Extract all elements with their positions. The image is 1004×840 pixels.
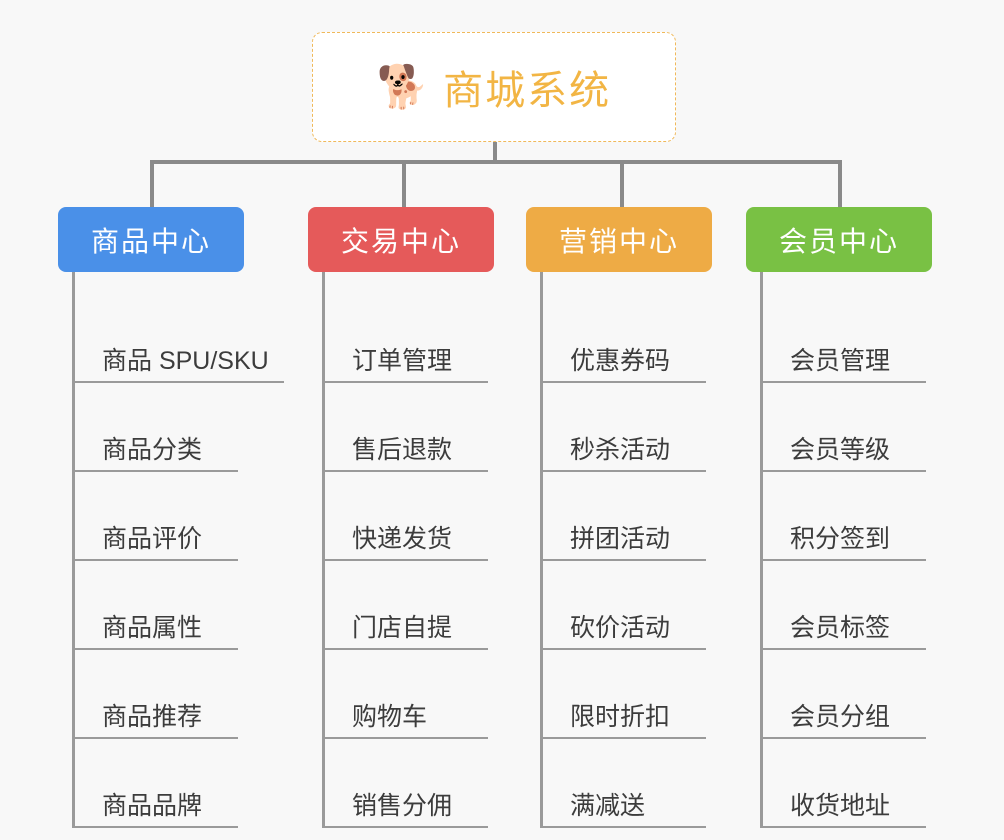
category-label: 交易中心 bbox=[340, 225, 461, 257]
leaf-item[interactable]: 会员等级 bbox=[760, 383, 926, 472]
leaf-item-label: 商品评价 bbox=[102, 524, 203, 553]
category-label: 营销中心 bbox=[558, 225, 679, 257]
column-marketing-center: 营销中心优惠券码秒杀活动拼团活动砍价活动限时折扣满减送 bbox=[526, 207, 712, 828]
leaf-item[interactable]: 优惠券码 bbox=[540, 294, 706, 383]
leaf-item-label: 会员等级 bbox=[790, 435, 891, 464]
leaf-item-label: 商品品牌 bbox=[102, 791, 203, 820]
leaf-item-label: 会员分组 bbox=[790, 702, 891, 731]
shiba-dog-face-icon: 🐕 bbox=[376, 63, 430, 110]
category-box-member-center[interactable]: 会员中心 bbox=[746, 207, 932, 272]
leaf-item[interactable]: 商品推荐 bbox=[72, 650, 238, 739]
leaf-item-label: 商品分类 bbox=[102, 435, 203, 464]
leaf-item[interactable]: 商品 SPU/SKU bbox=[72, 294, 284, 383]
connector-horizontal-bus bbox=[150, 160, 840, 164]
leaf-item[interactable]: 订单管理 bbox=[322, 294, 488, 383]
column-product-center: 商品中心商品 SPU/SKU 商品分类商品评价商品属性商品推荐商品品牌 bbox=[58, 207, 284, 828]
connector-drop-trade-center bbox=[402, 160, 406, 208]
leaf-item[interactable]: 快递发货 bbox=[322, 472, 488, 561]
leaf-item[interactable]: 秒杀活动 bbox=[540, 383, 706, 472]
leaf-item[interactable]: 会员标签 bbox=[760, 561, 926, 650]
leaf-item-label: 满减送 bbox=[570, 791, 646, 820]
leaf-list-trade-center: 订单管理售后退款快递发货门店自提购物车销售分佣 bbox=[308, 272, 494, 828]
connector-root-stem bbox=[493, 142, 497, 164]
leaf-item[interactable]: 满减送 bbox=[540, 739, 706, 828]
leaf-item-label: 会员标签 bbox=[790, 613, 891, 642]
category-box-marketing-center[interactable]: 营销中心 bbox=[526, 207, 712, 272]
leaf-item[interactable]: 商品分类 bbox=[72, 383, 238, 472]
leaf-item-label: 优惠券码 bbox=[570, 346, 671, 375]
connector-trunk-trade-center bbox=[322, 272, 325, 828]
leaf-item-label: 门店自提 bbox=[352, 613, 453, 642]
category-box-trade-center[interactable]: 交易中心 bbox=[308, 207, 494, 272]
leaf-item[interactable]: 购物车 bbox=[322, 650, 488, 739]
leaf-item[interactable]: 限时折扣 bbox=[540, 650, 706, 739]
column-trade-center: 交易中心订单管理售后退款快递发货门店自提购物车销售分佣 bbox=[308, 207, 494, 828]
leaf-item[interactable]: 商品品牌 bbox=[72, 739, 238, 828]
leaf-item[interactable]: 商品属性 bbox=[72, 561, 238, 650]
leaf-item-label: 售后退款 bbox=[352, 435, 453, 464]
leaf-item[interactable]: 会员分组 bbox=[760, 650, 926, 739]
connector-trunk-product-center bbox=[72, 272, 75, 828]
leaf-item-label: 砍价活动 bbox=[570, 613, 671, 642]
root-node-mall-system[interactable]: 🐕 商城系统 bbox=[312, 32, 676, 142]
leaf-item-label: 限时折扣 bbox=[570, 702, 671, 731]
root-node-title: 商城系统 bbox=[443, 69, 612, 113]
leaf-item-label: 购物车 bbox=[352, 702, 428, 731]
leaf-item-label: 收货地址 bbox=[790, 791, 891, 820]
category-label: 会员中心 bbox=[778, 225, 899, 257]
category-label: 商品中心 bbox=[90, 225, 211, 257]
connector-drop-product-center bbox=[150, 160, 154, 208]
leaf-list-marketing-center: 优惠券码秒杀活动拼团活动砍价活动限时折扣满减送 bbox=[526, 272, 712, 828]
leaf-item-label: 商品推荐 bbox=[102, 702, 203, 731]
leaf-list-product-center: 商品 SPU/SKU 商品分类商品评价商品属性商品推荐商品品牌 bbox=[58, 272, 284, 828]
column-member-center: 会员中心会员管理会员等级积分签到会员标签会员分组收货地址 bbox=[746, 207, 932, 828]
leaf-item-label: 拼团活动 bbox=[570, 524, 671, 553]
leaf-item-label: 秒杀活动 bbox=[570, 435, 671, 464]
connector-trunk-marketing-center bbox=[540, 272, 543, 828]
leaf-item[interactable]: 销售分佣 bbox=[322, 739, 488, 828]
leaf-item[interactable]: 售后退款 bbox=[322, 383, 488, 472]
leaf-item[interactable]: 商品评价 bbox=[72, 472, 238, 561]
connector-trunk-member-center bbox=[760, 272, 763, 828]
connector-drop-marketing-center bbox=[620, 160, 624, 208]
connector-drop-member-center bbox=[838, 160, 842, 208]
leaf-item-label: 积分签到 bbox=[790, 524, 891, 553]
leaf-item-label: 会员管理 bbox=[790, 346, 891, 375]
leaf-item[interactable]: 拼团活动 bbox=[540, 472, 706, 561]
leaf-item[interactable]: 积分签到 bbox=[760, 472, 926, 561]
category-box-product-center[interactable]: 商品中心 bbox=[58, 207, 244, 272]
leaf-item[interactable]: 收货地址 bbox=[760, 739, 926, 828]
leaf-item-label: 销售分佣 bbox=[352, 791, 453, 820]
leaf-item-label: 快递发货 bbox=[352, 524, 453, 553]
leaf-item[interactable]: 门店自提 bbox=[322, 561, 488, 650]
leaf-item-label: 订单管理 bbox=[352, 346, 453, 375]
leaf-list-member-center: 会员管理会员等级积分签到会员标签会员分组收货地址 bbox=[746, 272, 932, 828]
leaf-item[interactable]: 会员管理 bbox=[760, 294, 926, 383]
leaf-item-label: 商品属性 bbox=[102, 613, 203, 642]
leaf-item[interactable]: 砍价活动 bbox=[540, 561, 706, 650]
leaf-item-label: 商品 SPU/SKU bbox=[102, 346, 269, 375]
